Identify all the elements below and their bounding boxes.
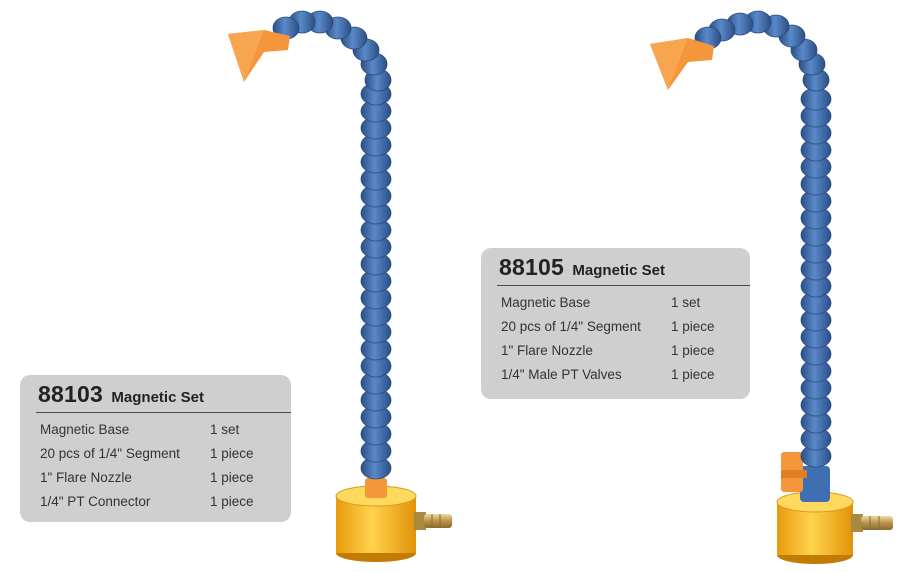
spec-item: Magnetic Base (501, 294, 591, 310)
spec-qty: 1 piece (671, 366, 715, 382)
spec-item: 1/4" Male PT Valves (501, 366, 622, 382)
set-name: Magnetic Set (572, 262, 665, 279)
spec-qty: 1 set (671, 294, 701, 310)
spec-card-88105: 88105 Magnetic Set Magnetic Base 1 set 2… (481, 248, 750, 399)
spec-row: 20 pcs of 1/4" Segment 1 piece (20, 441, 291, 465)
spec-item: 1" Flare Nozzle (501, 342, 593, 358)
spec-qty: 1 piece (210, 469, 254, 485)
product-88105-hose (650, 10, 893, 564)
card-title: 88103 Magnetic Set (38, 383, 291, 406)
spec-row: Magnetic Base 1 set (20, 417, 291, 441)
spec-row: 1" Flare Nozzle 1 piece (20, 465, 291, 489)
spec-item: Magnetic Base (40, 421, 130, 437)
spec-item: 1" Flare Nozzle (40, 469, 132, 485)
spec-list: Magnetic Base 1 set 20 pcs of 1/4" Segme… (481, 286, 750, 386)
spec-item: 20 pcs of 1/4" Segment (40, 445, 180, 461)
title-divider (36, 412, 291, 413)
model-number: 88105 (499, 254, 564, 280)
model-number: 88103 (38, 381, 103, 407)
spec-row: Magnetic Base 1 set (481, 290, 750, 314)
spec-row: 1/4" Male PT Valves 1 piece (481, 362, 750, 386)
card-title: 88105 Magnetic Set (499, 256, 750, 279)
spec-item: 1/4" PT Connector (40, 493, 151, 509)
spec-qty: 1 piece (671, 342, 715, 358)
spec-qty: 1 piece (671, 318, 715, 334)
set-name: Magnetic Set (111, 389, 204, 406)
spec-list: Magnetic Base 1 set 20 pcs of 1/4" Segme… (20, 413, 291, 513)
spec-item: 20 pcs of 1/4" Segment (501, 318, 641, 334)
spec-row: 1/4" PT Connector 1 piece (20, 489, 291, 513)
spec-row: 1" Flare Nozzle 1 piece (481, 338, 750, 362)
spec-qty: 1 piece (210, 445, 254, 461)
spec-card-88103: 88103 Magnetic Set Magnetic Base 1 set 2… (20, 375, 291, 522)
product-88103-hose (228, 10, 452, 562)
title-divider (497, 285, 750, 286)
spec-qty: 1 piece (210, 493, 254, 509)
spec-row: 20 pcs of 1/4" Segment 1 piece (481, 314, 750, 338)
spec-qty: 1 set (210, 421, 240, 437)
